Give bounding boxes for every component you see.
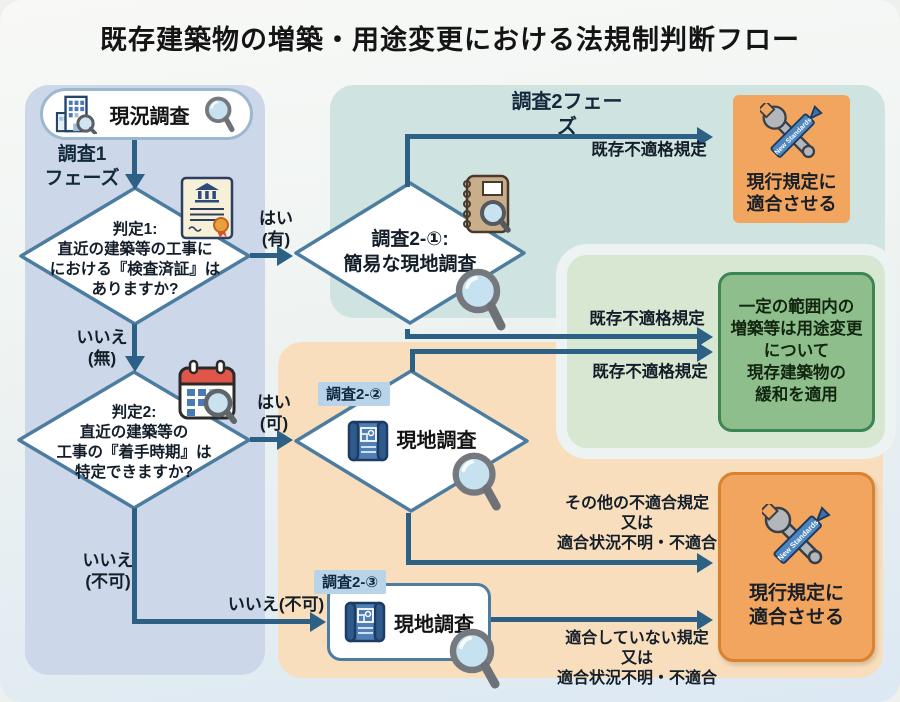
chosa22-content: 現地調査 — [293, 369, 530, 513]
hantei2-text: 判定2: 直近の建築等の 工事の『着手時期』は 特定できますか? — [56, 403, 212, 482]
magnifier-icon — [455, 268, 506, 331]
diamond-shape — [294, 369, 529, 513]
green-outcome: 一定の範囲内の 増築等は用途変更 について 現存建築物の 緩和を適用 — [718, 272, 875, 432]
orange-outcome-bottom: New Standards 現行規定に 適合させる — [718, 472, 875, 662]
arrow-hantei1-to-hantei2 — [132, 324, 137, 358]
arrow-hantei2-to-chosa22 — [250, 437, 278, 442]
blueprint-icon — [344, 601, 386, 643]
arrow-start-to-hantei1 — [132, 140, 137, 176]
page-title: 既存建築物の増築・用途変更における法規制判断フロー — [100, 25, 800, 55]
magnifier-icon — [449, 628, 500, 689]
edge-label-existing-nonconforming-1: 既存不適格規定 — [591, 141, 707, 159]
calendar-search-icon — [178, 359, 237, 424]
edge-label-other-nonconforming: その他の不適合規定 又は 適合状況不明・不適合 — [556, 495, 717, 552]
chosa22-diamond: 現地調査 — [293, 369, 530, 513]
chosa21-text: 調査2-①: 簡易な現地調査 — [343, 229, 477, 275]
edge-label-existing-nonconforming-2: 既存不適格規定 — [589, 310, 705, 328]
arrow-chosa21-up-segment — [405, 137, 410, 187]
magnifier-icon — [205, 96, 235, 133]
phase1-label: 調査1 フェーズ — [44, 144, 120, 189]
magnifier-icon — [452, 452, 501, 511]
arrow-chosa23-to-orangebottom — [491, 617, 698, 622]
hantei1-text: 判定1: 直近の建築等の工事に における『検査済証』は ありますか? — [49, 220, 221, 299]
arrow-hantei2-down-segment — [132, 508, 137, 622]
chosa23-tag: 調査2-③ — [314, 570, 387, 594]
arrowhead-start-to-hantei1 — [125, 174, 145, 190]
current-survey-label: 現況調査 — [109, 105, 190, 128]
arrow-chosa22-up-segment — [410, 351, 415, 372]
notebook-search-icon — [463, 174, 511, 234]
edge-label-nonconforming: 適合していない規定 又は 適合状況不明・不適合 — [556, 630, 717, 687]
arrow-chosa21-to-orangetop — [405, 134, 699, 139]
building-search-icon — [55, 95, 97, 134]
wrench-screwdriver-icon: New Standards — [761, 504, 831, 565]
arrowhead-chosa22-to-orangebottom — [697, 552, 713, 573]
current-survey-node: 現況調査 — [40, 88, 253, 140]
arrowhead-chosa23-to-orangebottom — [697, 609, 713, 630]
arrowhead-chosa22-to-green — [697, 341, 713, 362]
arrowhead-hantei2-to-chosa23 — [310, 611, 326, 632]
arrow-chosa22-to-green — [410, 349, 698, 354]
phase2-label: 調査2フェーズ — [511, 91, 623, 138]
edge-label-no2-inline: いいえ(不可) — [227, 595, 325, 614]
arrow-hantei2-to-chosa23 — [132, 619, 314, 624]
edge-label-no2: いいえ (不可) — [82, 551, 134, 592]
arrow-chosa21-to-green — [405, 334, 698, 339]
orange-outcome-top: New Standards 現行規定に 適合させる — [733, 95, 850, 223]
blueprint-icon — [347, 420, 388, 462]
certificate-icon — [180, 176, 234, 240]
arrow-hantei1-to-chosa21 — [250, 253, 278, 258]
arrowhead-hantei1-to-chosa21 — [277, 245, 293, 266]
edge-label-yes1: はい (有) — [259, 209, 293, 250]
wrench-screwdriver-icon: New Standards — [759, 102, 823, 158]
chosa22-tag: 調査2-② — [318, 382, 391, 406]
edge-label-yes2: はい (可) — [257, 393, 291, 434]
edge-label-no1: いいえ (無) — [76, 328, 128, 369]
arrow-chosa22-to-orangebottom — [406, 560, 699, 565]
arrowhead-hantei1-to-hantei2 — [125, 356, 145, 372]
arrowhead-hantei2-to-chosa22 — [277, 429, 293, 450]
arrow-chosa22-down-segment — [406, 513, 411, 563]
edge-label-existing-nonconforming-3: 既存不適格規定 — [592, 363, 708, 381]
arrowhead-chosa21-to-orangetop — [697, 126, 713, 147]
